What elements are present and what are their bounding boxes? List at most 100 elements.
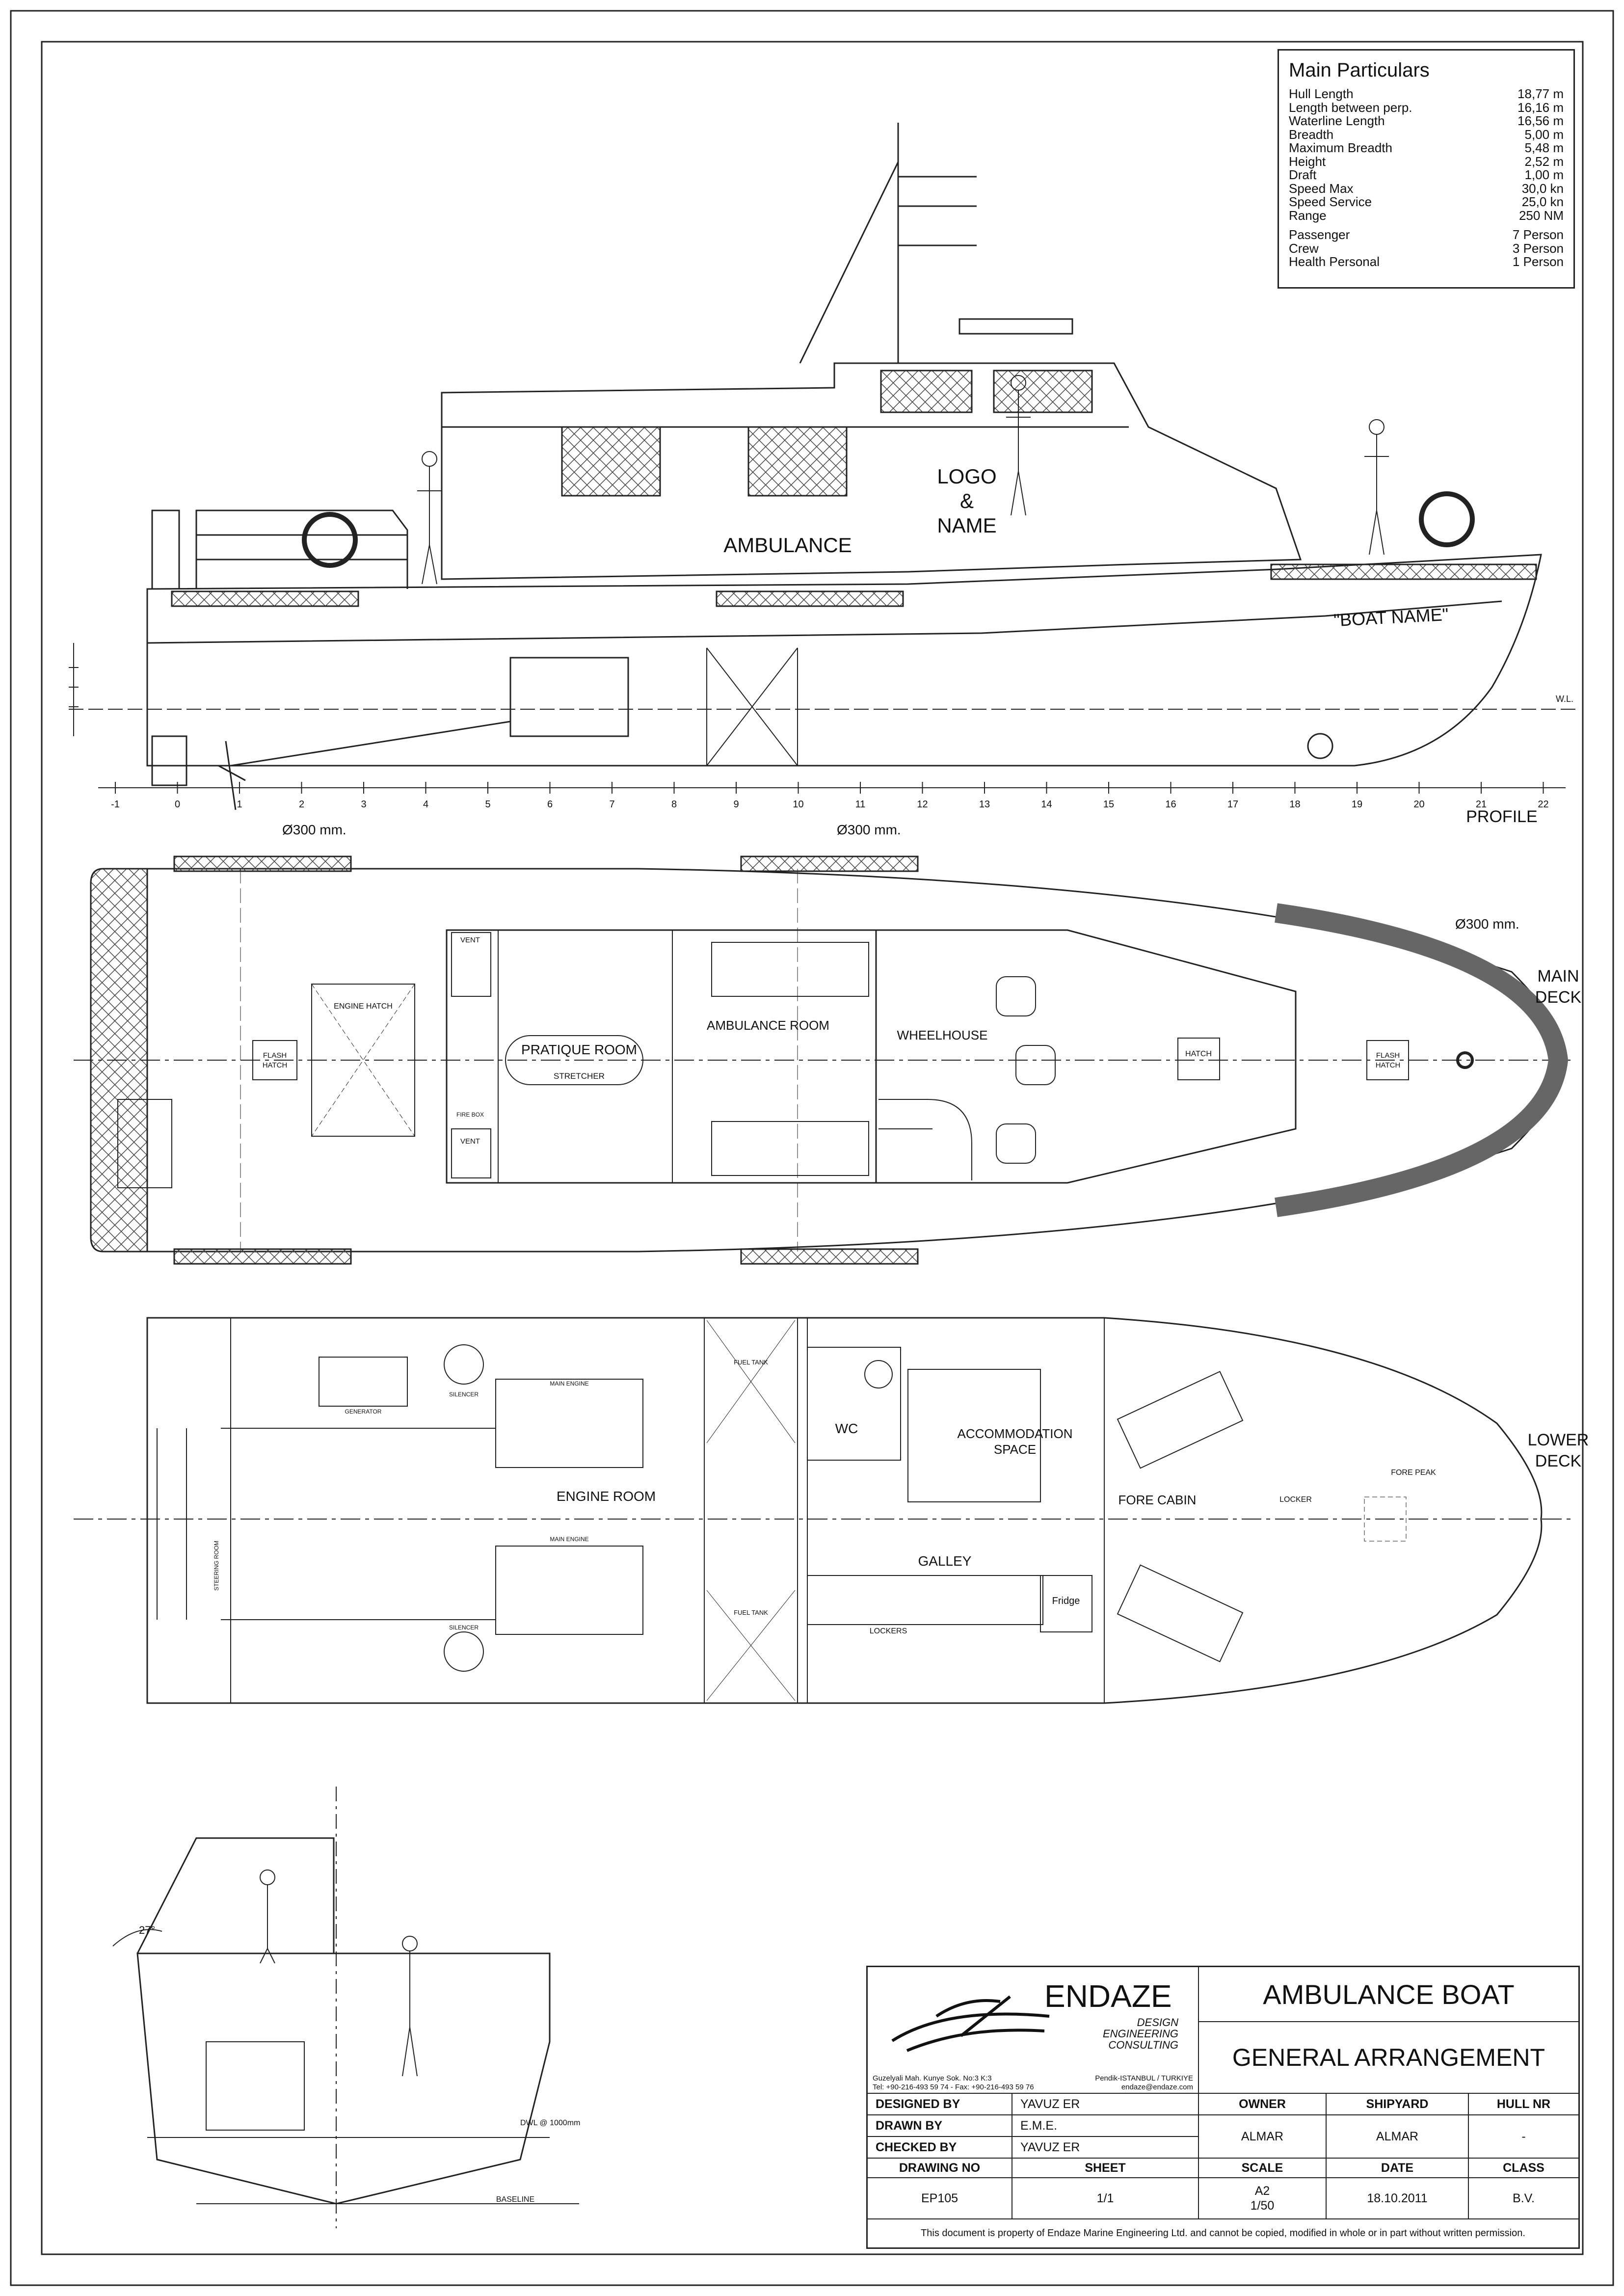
radar — [958, 318, 1073, 335]
title-block: ENDAZE DESIGN ENGINEERING CONSULTING Guz… — [866, 1966, 1580, 2249]
particulars-row: Hull Length 18,77 m — [1289, 87, 1564, 101]
drawing-title: GENERAL ARRANGEMENT — [1199, 2022, 1578, 2094]
propeller-shaft — [230, 721, 511, 767]
mast — [799, 123, 977, 364]
frame-number: 20 — [1413, 799, 1424, 810]
side-window-2 — [747, 426, 848, 497]
vent-label-top: VENT — [460, 936, 480, 944]
particulars-label: Speed Service — [1289, 194, 1372, 209]
rudder — [151, 735, 187, 786]
main-engine-label-stbd: MAIN ENGINE — [550, 1536, 588, 1543]
flash-hatch-fwd-label-2: HATCH — [1376, 1061, 1401, 1069]
shipyard-value: ALMAR — [1327, 2115, 1469, 2159]
owner-label: OWNER — [1199, 2094, 1327, 2115]
frame-number: 18 — [1289, 799, 1300, 810]
fender-strip-aft — [171, 590, 359, 607]
helm-seat-1 — [996, 976, 1036, 1016]
drawn-by-label: DRAWN BY — [868, 2115, 1012, 2137]
main-deck-view-label-2: DECK — [1535, 988, 1582, 1007]
particulars-label: Height — [1289, 154, 1326, 169]
flash-hatch-aft — [252, 1040, 297, 1080]
scale-value-cell: A2 1/50 — [1199, 2178, 1327, 2219]
deck-fender-aft-bottom — [173, 1248, 352, 1265]
particulars-value: 18,77 m — [1518, 86, 1564, 101]
frame-number: -1 — [111, 799, 120, 810]
class-value: B.V. — [1469, 2178, 1578, 2219]
particulars-value: 16,16 m — [1518, 100, 1564, 115]
vent-box-bottom — [451, 1128, 491, 1178]
fridge-label: Fridge — [1052, 1596, 1080, 1606]
locker-label: LOCKER — [1279, 1495, 1312, 1504]
checked-by-value: YAVUZ ER — [1012, 2137, 1199, 2159]
liferaft — [117, 1099, 172, 1188]
particulars-label: Passenger — [1289, 227, 1350, 242]
particulars-label: Range — [1289, 208, 1327, 223]
ambulance-stretcher-top — [711, 942, 869, 997]
profile-view — [69, 123, 1580, 810]
frame-number: 11 — [855, 799, 866, 810]
propeller — [218, 741, 246, 810]
frame-number: 14 — [1041, 799, 1052, 810]
particulars-label: Hull Length — [1289, 86, 1354, 101]
main-deck-view — [74, 855, 1571, 1265]
frame-number: 3 — [361, 799, 366, 810]
engine-room-label: ENGINE ROOM — [557, 1489, 656, 1504]
wheelhouse-outline — [875, 929, 1297, 1184]
particulars-row: Range 250 NM — [1289, 209, 1564, 223]
frame-number: 8 — [671, 799, 677, 810]
wheelhouse-window-2 — [993, 370, 1093, 413]
main-engine-label-port: MAIN ENGINE — [550, 1380, 588, 1387]
lifebuoy-fwd — [1419, 491, 1475, 547]
frame-number: 9 — [733, 799, 739, 810]
frame-number: 13 — [979, 799, 990, 810]
galley-counter — [807, 1575, 1043, 1625]
silencer-stbd — [444, 1631, 484, 1672]
frame-number: 10 — [793, 799, 803, 810]
frame-number: 6 — [547, 799, 553, 810]
helm-seat-3 — [996, 1123, 1036, 1164]
frame-number: 2 — [299, 799, 304, 810]
particulars-label: Waterline Length — [1289, 113, 1385, 128]
profile-logo-line1: LOGO — [937, 465, 996, 488]
bow-thruster — [1307, 733, 1333, 759]
fender-label-3: Ø300 mm. — [1455, 916, 1519, 932]
deck-fender-mid-bottom — [740, 1248, 919, 1265]
helm-seat-2 — [1015, 1045, 1056, 1085]
crew-figures — [417, 375, 1389, 585]
superstructure — [441, 362, 1302, 580]
frame-number: 16 — [1165, 799, 1176, 810]
date-value: 18.10.2011 — [1327, 2178, 1469, 2219]
particulars-row: Length between perp.16,16 m — [1289, 101, 1564, 115]
generator-label: GENERATOR — [345, 1408, 382, 1415]
particulars-value: 25,0 kn — [1521, 194, 1564, 209]
frame-number: 0 — [175, 799, 180, 810]
frame-number: 1 — [237, 799, 242, 810]
accommodation-seating — [907, 1369, 1041, 1502]
fuel-tank-cross-top — [706, 1320, 796, 1443]
hull-nr-label: HULL NR — [1469, 2094, 1578, 2115]
main-deck-view-label-1: MAIN — [1538, 967, 1579, 986]
vent-box-top — [451, 932, 491, 997]
flash-hatch-aft-label-1: FLASH — [263, 1051, 287, 1060]
lower-deck-view — [74, 1317, 1571, 1704]
stretcher — [505, 1035, 643, 1085]
owner-value: ALMAR — [1199, 2115, 1327, 2159]
particulars-value: 250 NM — [1518, 208, 1564, 223]
frame-number: 12 — [917, 799, 928, 810]
lockers-label: LOCKERS — [870, 1627, 907, 1635]
engine-hatch-label: ENGINE HATCH — [334, 1002, 393, 1011]
hatch-label: HATCH — [1185, 1050, 1212, 1058]
frame-number: 21 — [1476, 799, 1487, 810]
frame-number: 7 — [609, 799, 614, 810]
lower-deck-view-label-2: DECK — [1535, 1452, 1582, 1470]
fender-strip-fwd — [1270, 563, 1537, 580]
fire-box-label: FIRE BOX — [456, 1111, 484, 1118]
particulars-value: 5,00 m — [1524, 127, 1564, 142]
